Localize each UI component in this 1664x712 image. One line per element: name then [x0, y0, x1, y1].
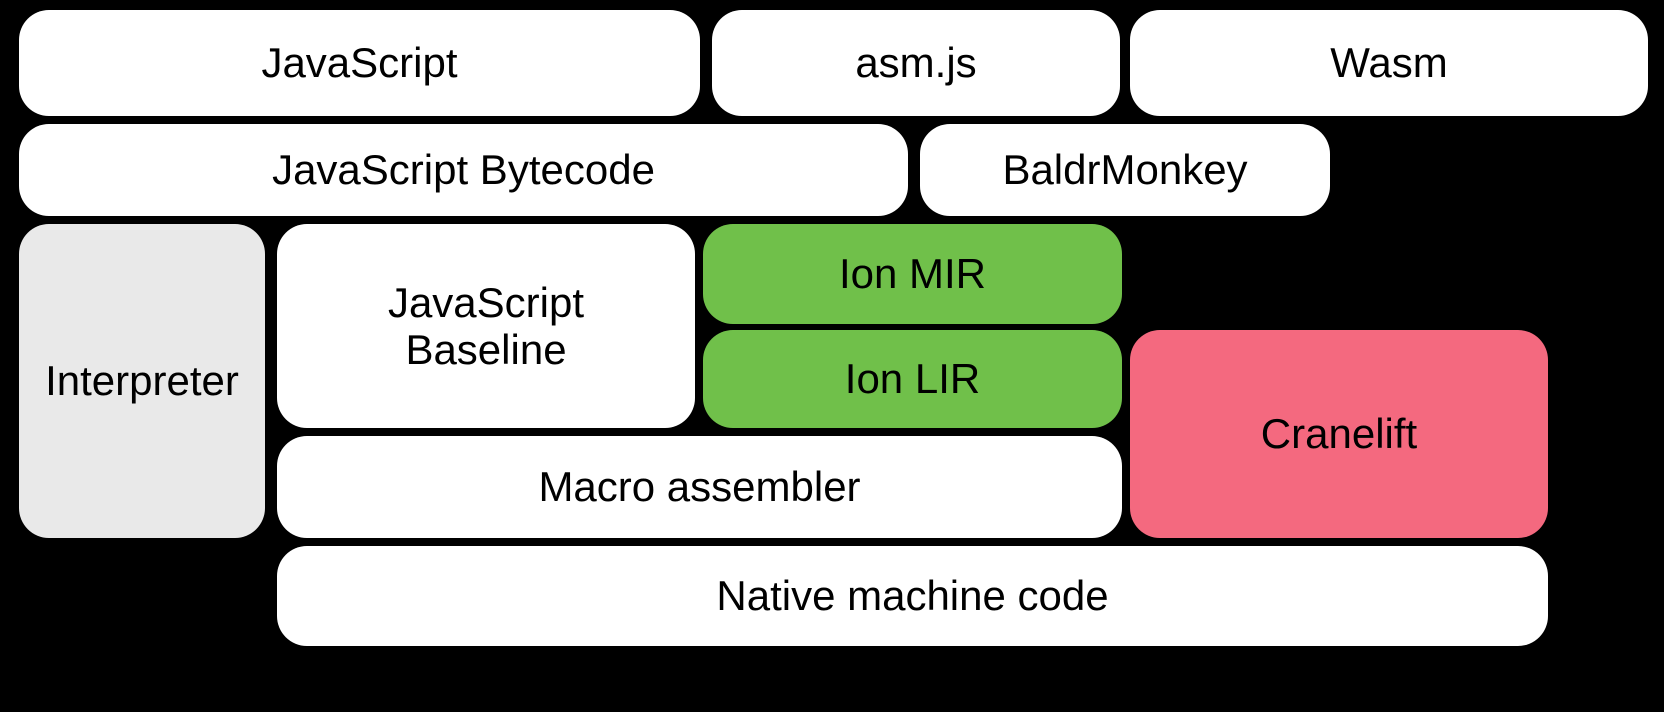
node-ion-lir[interactable]: Ion LIR [703, 330, 1122, 428]
node-asm-js[interactable]: asm.js [712, 10, 1120, 116]
node-native-machine-code[interactable]: Native machine code [277, 546, 1548, 646]
node-baldrmonkey[interactable]: BaldrMonkey [920, 124, 1330, 216]
node-cranelift[interactable]: Cranelift [1130, 330, 1548, 538]
node-javascript[interactable]: JavaScript [19, 10, 700, 116]
node-javascript-baseline[interactable]: JavaScript Baseline [277, 224, 695, 428]
node-interpreter[interactable]: Interpreter [19, 224, 265, 538]
node-ion-mir[interactable]: Ion MIR [703, 224, 1122, 324]
node-javascript-bytecode[interactable]: JavaScript Bytecode [19, 124, 908, 216]
node-macro-assembler[interactable]: Macro assembler [277, 436, 1122, 538]
node-wasm[interactable]: Wasm [1130, 10, 1648, 116]
